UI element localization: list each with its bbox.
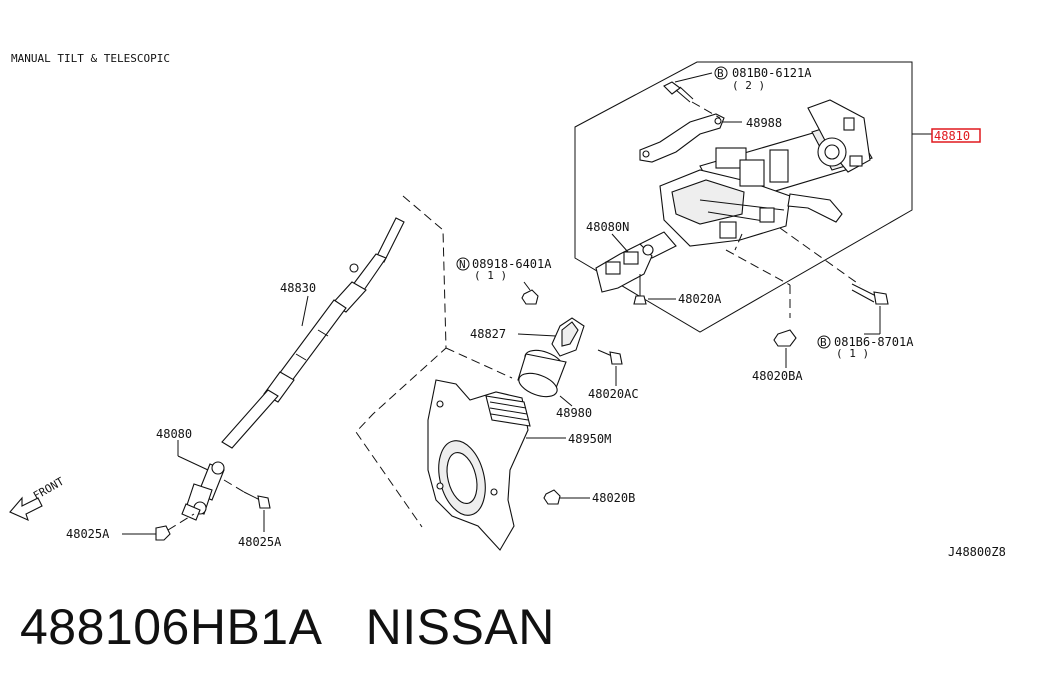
intermediate-shaft-48830 (221, 217, 405, 449)
callout-bolt-081B0: B 081B0-6121A ( 2 ) (714, 66, 812, 92)
nut-48020BA (773, 329, 797, 347)
callout-bolt-081B6: B 081B6-8701A ( 1 ) (817, 335, 914, 360)
boot-48950M (427, 379, 531, 551)
label-48020AC: 48020AC (588, 387, 639, 401)
bolt-48020A (633, 274, 647, 305)
clip-48827 (551, 317, 585, 357)
svg-text:( 1 ): ( 1 ) (474, 269, 507, 282)
label-48810: 48810 (934, 129, 970, 143)
front-label: FRONT (31, 475, 67, 503)
label-48020BA: 48020BA (752, 369, 803, 383)
nut-48020B (543, 489, 561, 505)
svg-text:081B0-6121A: 081B0-6121A (732, 66, 812, 80)
label-48950M: 48950M (568, 432, 611, 446)
steering-column-body (639, 99, 873, 259)
label-48025A-left: 48025A (66, 527, 110, 541)
bracket-48988 (639, 113, 725, 163)
column-assembly-frame (574, 61, 913, 333)
diagram-title: MANUAL TILT & TELESCOPIC (11, 52, 170, 65)
part-caption: 488106HB1A NISSAN (20, 598, 555, 656)
universal-joint-48080 (181, 461, 225, 521)
label-48020B: 48020B (592, 491, 635, 505)
brand-name: NISSAN (365, 599, 555, 655)
svg-text:( 1 ): ( 1 ) (836, 347, 869, 360)
label-48025A-right: 48025A (238, 535, 282, 549)
svg-text:081B6-8701A: 081B6-8701A (834, 335, 914, 349)
svg-text:( 2 ): ( 2 ) (732, 79, 765, 92)
steering-column-diagram: MANUAL TILT & TELESCOPIC (9, 52, 1006, 559)
label-48080N: 48080N (586, 220, 629, 234)
bolt-48025A-right (223, 479, 271, 509)
label-48988: 48988 (746, 116, 782, 130)
label-48827: 48827 (470, 327, 506, 341)
bolt-48020AC (597, 349, 623, 365)
label-48020A: 48020A (678, 292, 722, 306)
label-48830: 48830 (280, 281, 316, 295)
label-48980: 48980 (556, 406, 592, 420)
nut-08918-6401A (521, 289, 539, 305)
svg-text:B: B (820, 336, 827, 349)
seal-48980 (517, 349, 567, 398)
callout-nut-08918: N 08918-6401A ( 1 ) (456, 257, 552, 282)
svg-text:N: N (459, 258, 466, 271)
bolt-48025A-left (155, 513, 195, 541)
highlight-box-48810 (931, 128, 981, 143)
label-48080: 48080 (156, 427, 192, 441)
shaft-group-outline (355, 195, 447, 528)
part-number: 488106HB1A (20, 599, 323, 655)
svg-text:B: B (717, 67, 724, 80)
diagram-code: J48800Z8 (948, 545, 1006, 559)
front-arrow: FRONT (9, 475, 67, 522)
outline-link (445, 347, 513, 379)
bolt-081B0-6121A (663, 81, 694, 103)
svg-text:08918-6401A: 08918-6401A (472, 257, 552, 271)
joint-48080N (595, 243, 654, 293)
bolt-081B6-8701A (851, 283, 889, 305)
